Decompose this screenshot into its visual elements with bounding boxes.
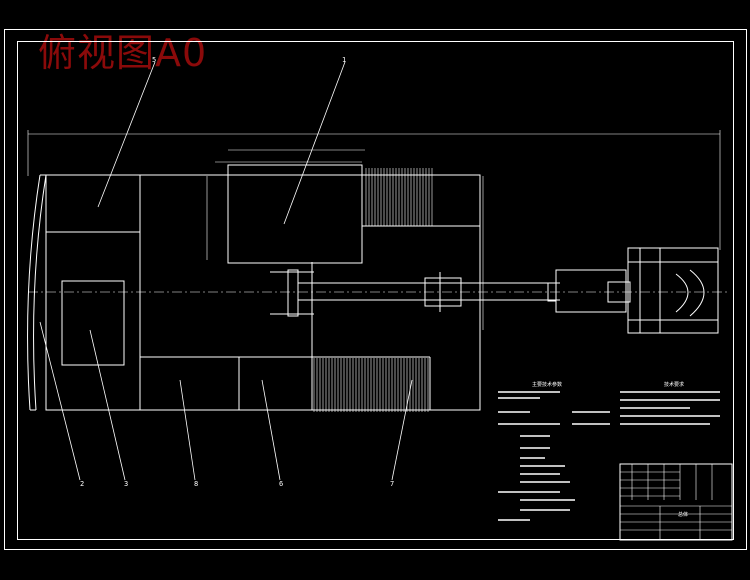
chassis-outline [45,174,481,411]
callout-6: 6 [279,480,283,488]
bucket-head [627,247,719,334]
engine-block [227,164,363,264]
track-hatching-lower [313,358,429,412]
front-blade [33,174,47,411]
callout-2: 2 [80,480,84,488]
callout-3: 3 [124,480,128,488]
inner-border [17,41,734,540]
title-block [619,463,733,541]
callout-7: 7 [390,480,394,488]
cab-box [61,280,125,366]
callout-8: 8 [194,480,198,488]
title-block-name: 总体 [678,511,688,518]
tech-notes-heading: 技术要求 [664,381,684,388]
param-table-heading: 主要技术参数 [532,381,562,388]
outer-border [4,29,747,550]
callout-5: 5 [152,56,156,64]
track-hatching-upper [365,168,433,226]
parameter-text-block [498,391,720,521]
hinge-bracket [424,277,462,307]
attachment-frame [555,269,627,313]
drawing-title: 俯视图A0 [38,31,208,75]
leader-lines [39,61,413,481]
callout-1: 1 [342,56,346,64]
coupling [287,269,299,317]
